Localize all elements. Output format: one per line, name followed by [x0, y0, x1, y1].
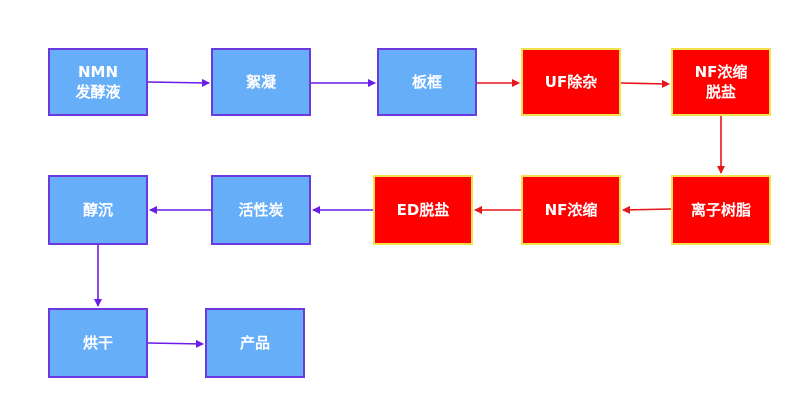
node-plate-frame: 板框: [377, 48, 477, 116]
node-product: 产品: [205, 308, 305, 378]
node-ion-exchange-resin: 离子树脂: [671, 175, 771, 245]
node-activated-carbon: 活性炭: [211, 175, 311, 245]
node-uf-impurity-removal: UF除杂: [521, 48, 621, 116]
node-flocculation: 絮凝: [211, 48, 311, 116]
node-ed-desalt: ED脱盐: [373, 175, 473, 245]
node-drying: 烘干: [48, 308, 148, 378]
node-alcohol-precipitation: 醇沉: [48, 175, 148, 245]
node-nf-concentrate-desalt: NF浓缩 脱盐: [671, 48, 771, 116]
arrow-drying-to-product: [147, 339, 204, 348]
arrow-uf-to-nf-desalt: [620, 79, 670, 88]
arrow-nmn-to-flocculation: [147, 78, 210, 87]
arrow-ion-resin-to-nf-concentrate: [622, 205, 672, 214]
node-nmn-fermentation-broth: NMN 发酵液: [48, 48, 148, 116]
node-nf-concentrate: NF浓缩: [521, 175, 621, 245]
